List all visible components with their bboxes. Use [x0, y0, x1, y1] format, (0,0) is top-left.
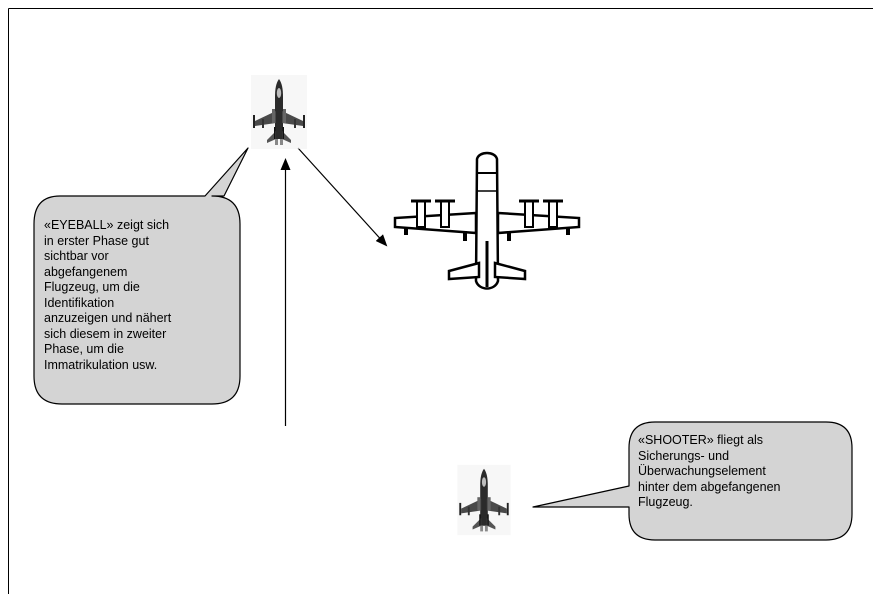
shooter-callout-text: «SHOOTER» fliegt als Sicherungs- und Übe… — [638, 433, 781, 509]
shooter-callout-bubble — [532, 421, 853, 541]
shooter-fighter-jet-icon — [457, 464, 511, 536]
eyeball-fighter-jet-icon — [251, 75, 307, 149]
transport-aircraft-icon — [393, 151, 581, 290]
eyeball-callout-bubble — [33, 147, 249, 405]
eyeball-callout-text: «EYEBALL» zeigt sich in erster Phase gut… — [44, 218, 172, 372]
intercept-arrow-line — [297, 147, 388, 247]
